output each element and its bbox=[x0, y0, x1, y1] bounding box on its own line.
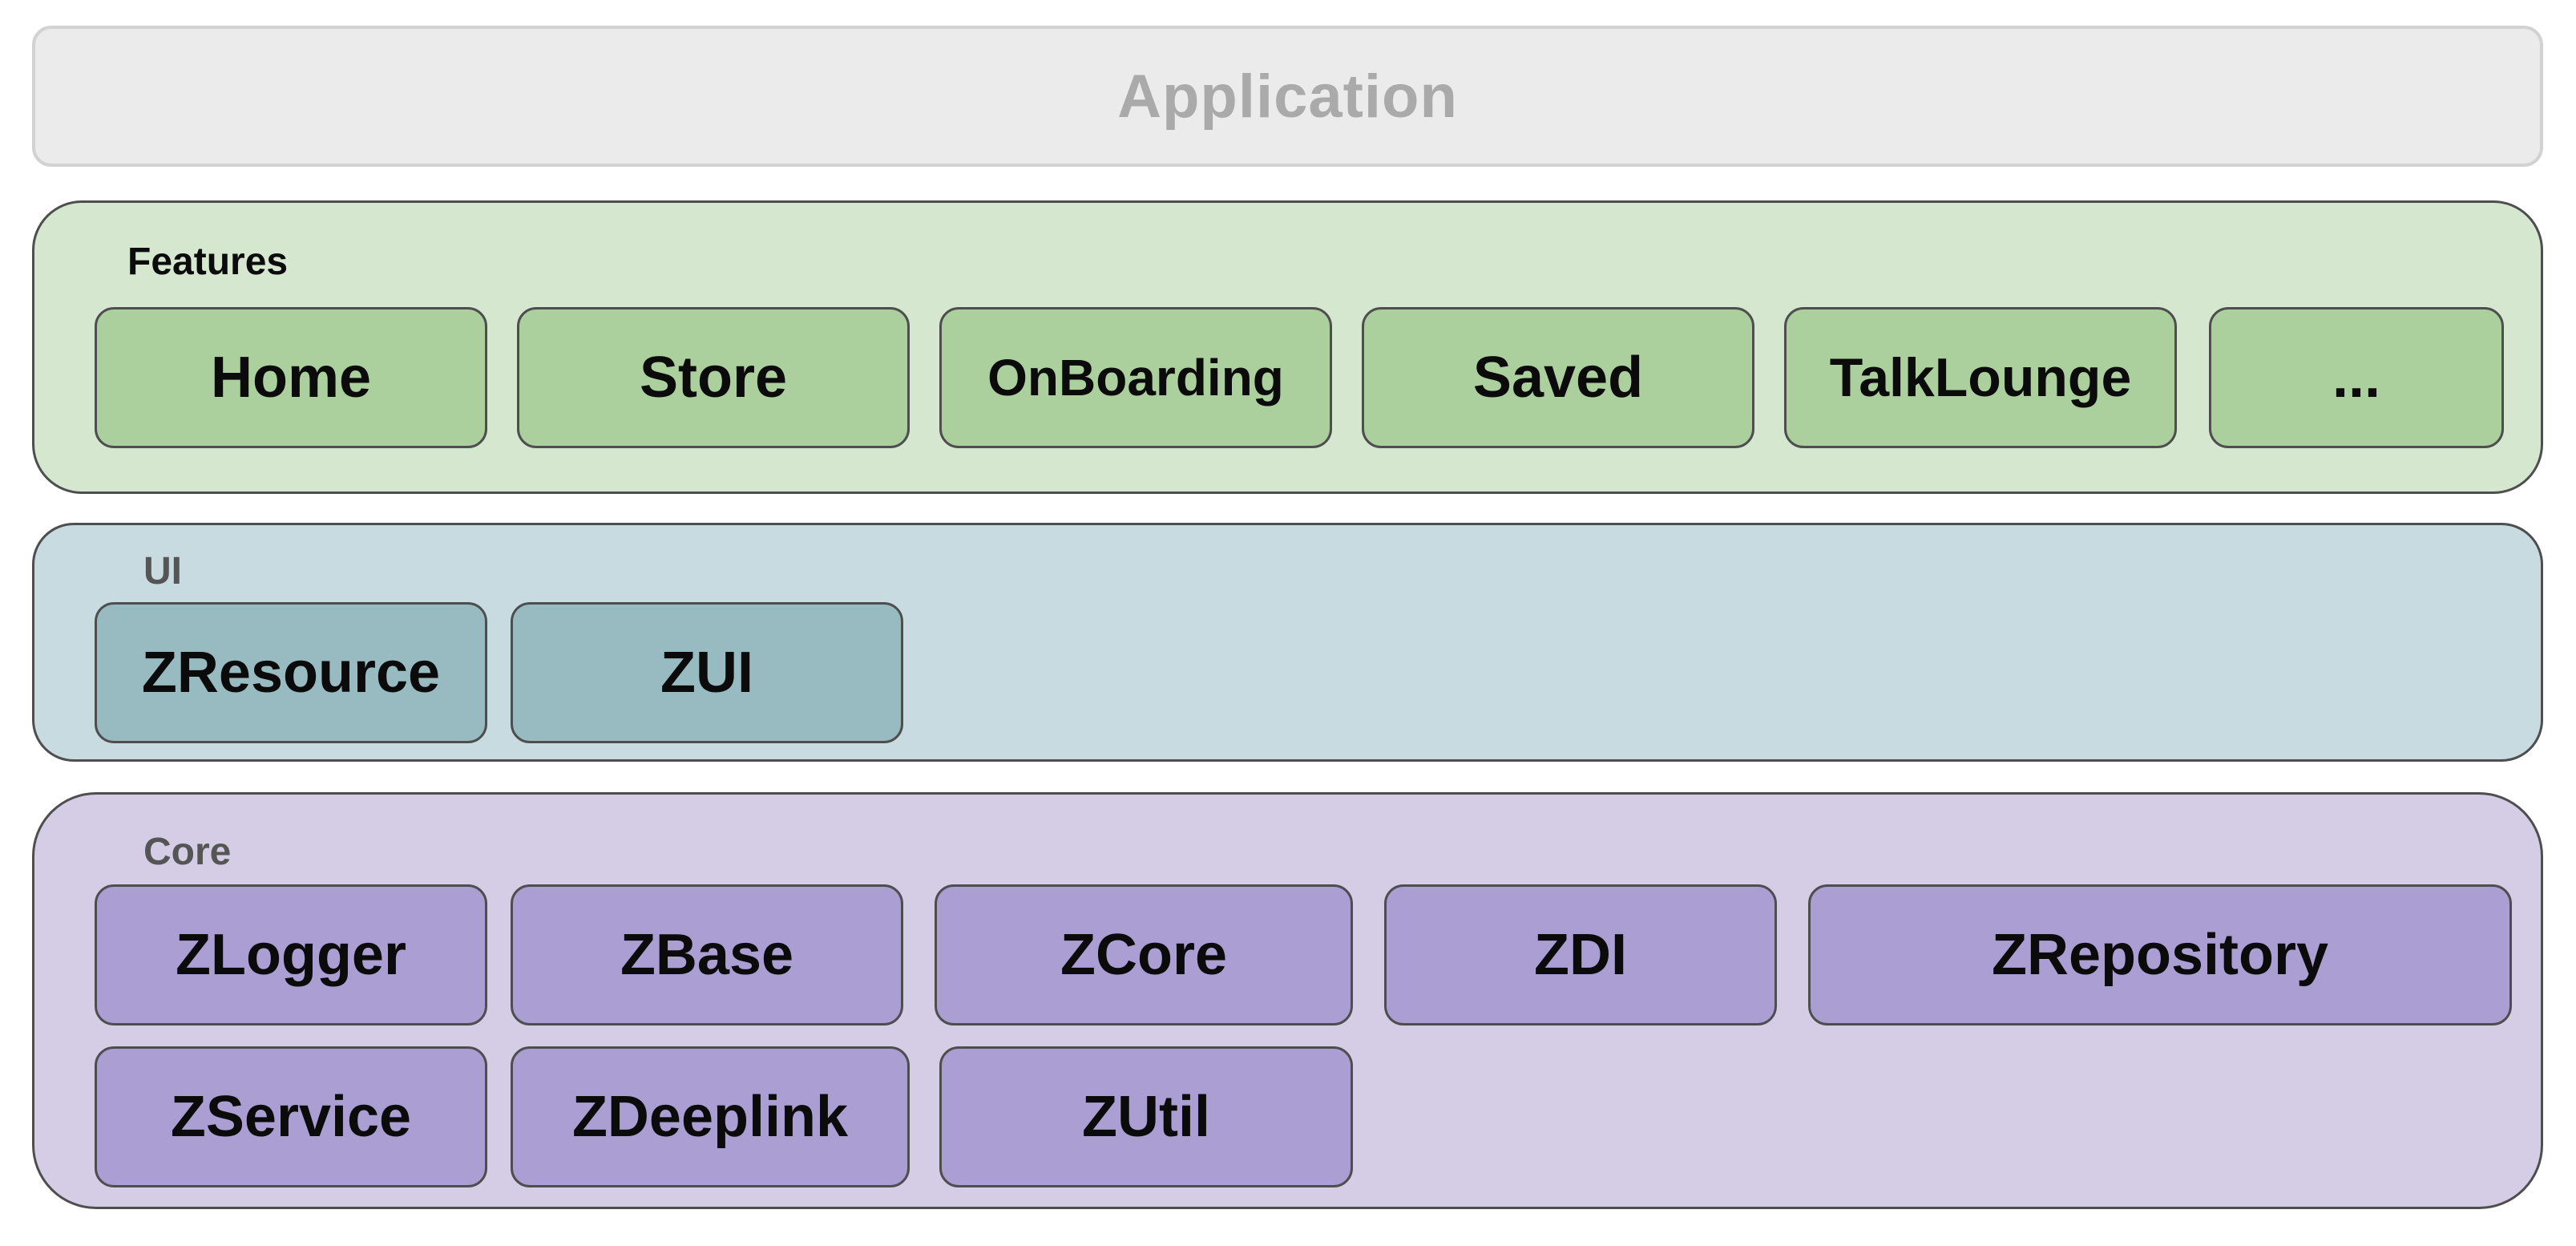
feature-module-store[interactable]: Store bbox=[517, 307, 910, 448]
features-layer-title: Features bbox=[127, 241, 289, 283]
core-module-zdi[interactable]: ZDI bbox=[1384, 884, 1777, 1026]
application-label: Application bbox=[1117, 62, 1458, 131]
application-layer: Application bbox=[32, 26, 2543, 167]
feature-module-more[interactable]: ... bbox=[2209, 307, 2504, 448]
core-module-zutil[interactable]: ZUtil bbox=[939, 1046, 1353, 1187]
core-layer-title: Core bbox=[143, 831, 232, 873]
ui-layer-title: UI bbox=[143, 550, 182, 593]
feature-module-onboarding[interactable]: OnBoarding bbox=[939, 307, 1332, 448]
core-module-zrepository[interactable]: ZRepository bbox=[1808, 884, 2512, 1026]
core-module-zdeeplink[interactable]: ZDeeplink bbox=[511, 1046, 910, 1187]
core-module-zcore[interactable]: ZCore bbox=[935, 884, 1353, 1026]
feature-module-home[interactable]: Home bbox=[95, 307, 487, 448]
core-module-zbase[interactable]: ZBase bbox=[511, 884, 903, 1026]
core-module-zlogger[interactable]: ZLogger bbox=[95, 884, 487, 1026]
feature-module-saved[interactable]: Saved bbox=[1362, 307, 1754, 448]
core-module-zservice[interactable]: ZService bbox=[95, 1046, 487, 1187]
feature-module-talklounge[interactable]: TalkLounge bbox=[1784, 307, 2177, 448]
ui-module-zresource[interactable]: ZResource bbox=[95, 602, 487, 743]
ui-module-zui[interactable]: ZUI bbox=[511, 602, 903, 743]
